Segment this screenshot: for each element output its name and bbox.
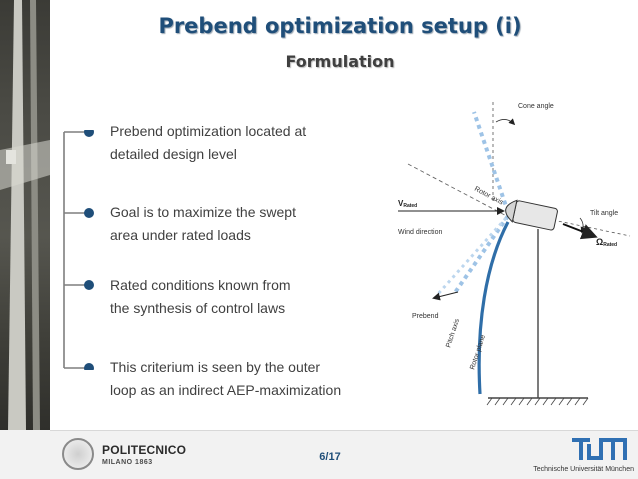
tilt-angle-label: Tilt angle bbox=[590, 210, 618, 217]
bullet-1: Prebend optimization located at detailed… bbox=[110, 120, 390, 166]
blade-ray-prebend bbox=[436, 216, 508, 296]
ground-hatch bbox=[486, 397, 589, 406]
bullet-3: Rated conditions known from the synthesi… bbox=[110, 274, 390, 320]
tum-name: Technische Universität München bbox=[533, 466, 634, 473]
v-rated-label: VRated bbox=[398, 199, 417, 209]
bullet-3-line-2: the synthesis of control laws bbox=[110, 300, 286, 316]
pitch-axis-label: Pitch axis bbox=[445, 317, 461, 348]
prebend-label: Prebend bbox=[412, 313, 439, 320]
slide-subtitle: Formulation bbox=[285, 52, 395, 71]
footer bbox=[0, 430, 638, 479]
university-seal-icon bbox=[62, 438, 94, 470]
cone-angle-arc bbox=[495, 118, 516, 126]
blade-ray-lower bbox=[452, 214, 510, 296]
bullet-2: Goal is to maximize the swept area under… bbox=[110, 201, 390, 247]
omega-subscript: Rated bbox=[603, 242, 617, 248]
bullet-1-line-1: Prebend optimization located at bbox=[110, 123, 307, 139]
polimi-name: POLITECNICO bbox=[102, 443, 187, 457]
footer-divider bbox=[50, 430, 638, 431]
bullet-1-line-2: detailed design level bbox=[110, 146, 237, 162]
bullet-4-line-1: This criterium is seen by the outer bbox=[110, 359, 321, 375]
turbine-photo-image bbox=[0, 0, 50, 430]
prebend-arrow bbox=[432, 291, 459, 301]
bullet-4: This criterium is seen by the outer loop… bbox=[110, 356, 390, 402]
tilt-axis-line bbox=[552, 219, 631, 237]
turbine-photo-strip bbox=[0, 0, 50, 430]
bullet-4-line-2: loop as an indirect AEP-maximization bbox=[110, 382, 342, 398]
omega-arrow bbox=[562, 223, 598, 240]
tum-logo-icon bbox=[572, 438, 627, 460]
bullet-2-line-1: Goal is to maximize the swept bbox=[110, 204, 296, 220]
bullet-3-line-1: Rated conditions known from bbox=[110, 277, 291, 293]
wind-direction-label: Wind direction bbox=[398, 229, 442, 236]
v-rated-symbol: V bbox=[398, 199, 404, 208]
nacelle bbox=[505, 199, 558, 231]
timeline-dot bbox=[84, 363, 94, 370]
page-number: 6/17 bbox=[319, 451, 341, 463]
prebend-diagram: Cone angle Rotor axis VRated Wind direct… bbox=[398, 102, 631, 406]
cone-angle-label: Cone angle bbox=[518, 103, 554, 110]
timeline-dot bbox=[84, 280, 94, 290]
bullet-2-line-2: area under rated loads bbox=[110, 227, 251, 243]
polimi-city: MILANO 1863 bbox=[102, 459, 153, 466]
omega-symbol: Ω bbox=[596, 237, 603, 247]
bullet-timeline bbox=[63, 130, 94, 370]
slide-title: Prebend optimization setup (i) bbox=[158, 14, 522, 38]
v-rated-subscript: Rated bbox=[403, 203, 417, 209]
blade-ray-upper bbox=[472, 111, 510, 213]
timeline-dot bbox=[84, 130, 94, 137]
prebent-blade bbox=[477, 221, 510, 395]
rotor-axis-line bbox=[407, 163, 519, 223]
timeline-dot bbox=[84, 208, 94, 218]
omega-rated-label: ΩRated bbox=[596, 237, 617, 248]
